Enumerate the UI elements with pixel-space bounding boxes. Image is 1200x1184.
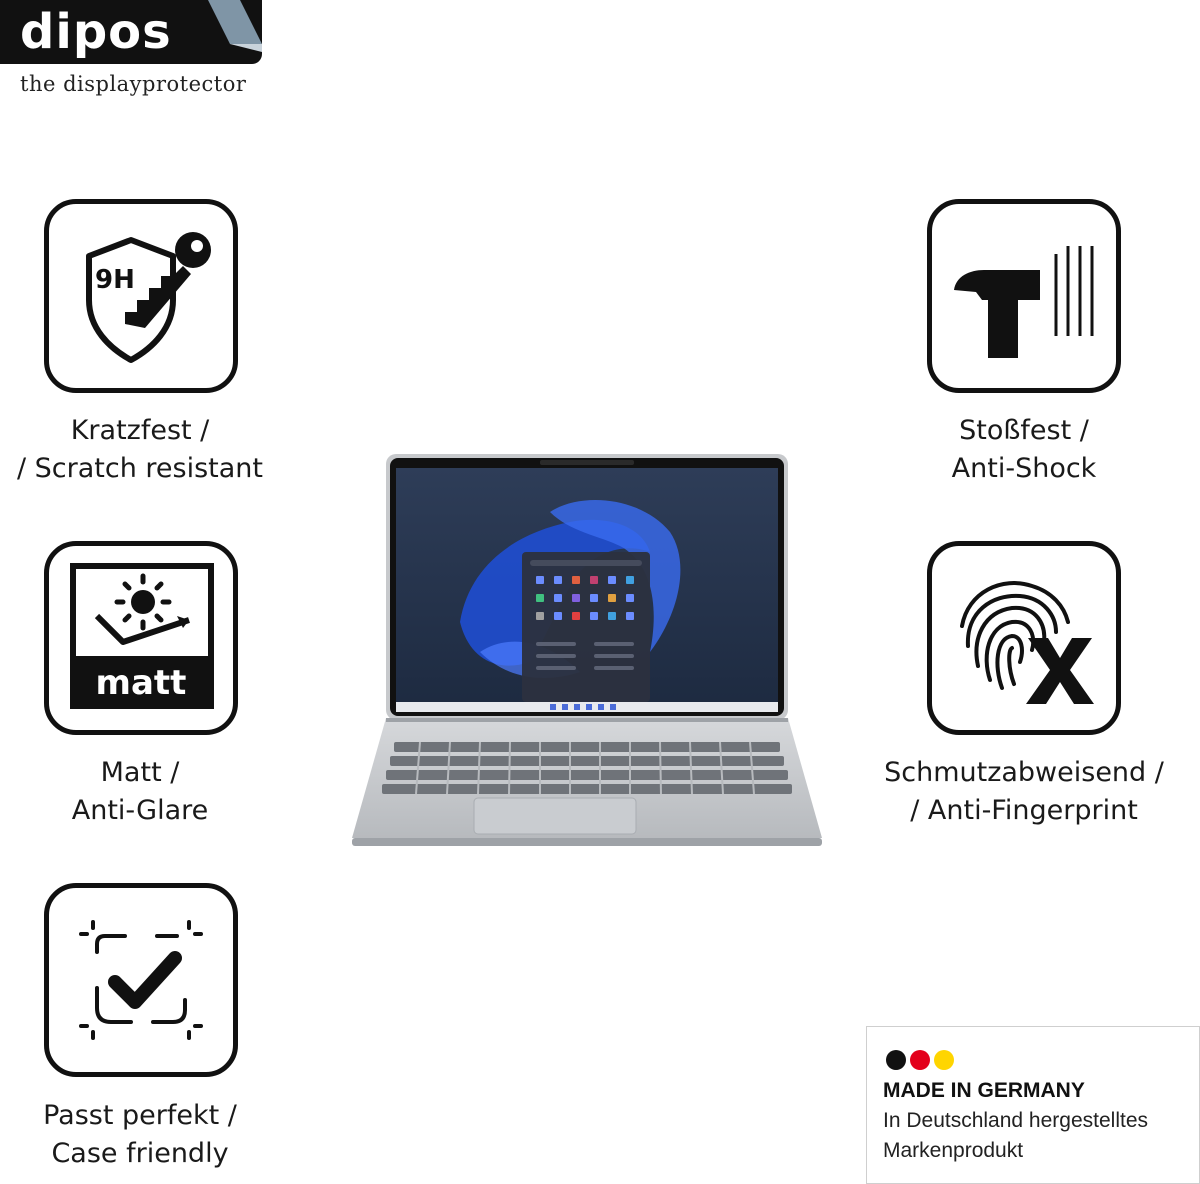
german-flag-dots-icon — [886, 1050, 954, 1070]
anti-fingerprint-icon-box — [927, 541, 1121, 735]
page-fold-icon — [208, 0, 262, 52]
case-friendly-icon-box — [44, 883, 238, 1077]
made-in-germany-badge: MADE IN GERMANY In Deutschland hergestel… — [866, 1026, 1200, 1184]
hardness-badge: 9H — [95, 265, 135, 295]
anti-shock-icon-box — [927, 199, 1121, 393]
logo-wordmark: dipos — [20, 4, 172, 60]
case-friendly-label: Passt perfekt / Case friendly — [43, 1100, 237, 1169]
anti-fingerprint-label: Schmutzabweisend / / Anti-Fingerprint — [884, 757, 1164, 826]
sun-matt-icon: matt — [70, 563, 214, 709]
fingerprint-x-icon — [960, 581, 1094, 704]
checkmark-frame-icon — [79, 920, 203, 1040]
made-in-germany-line2: Markenprodukt — [883, 1139, 1024, 1162]
shield-key-icon: 9H — [86, 232, 211, 363]
anti-shock-label: Stoßfest / Anti-Shock — [951, 415, 1097, 484]
laptop-illustration — [352, 454, 822, 846]
logo-tagline: the displayprotector — [20, 72, 247, 96]
anti-glare-icon-box: matt — [44, 541, 238, 735]
scratch-resistant-label: Kratzfest / / Scratch resistant — [16, 415, 264, 484]
hammer-icon — [954, 246, 1094, 358]
made-in-germany-line1: In Deutschland hergestelltes — [883, 1109, 1148, 1132]
anti-glare-label: Matt / Anti-Glare — [71, 757, 209, 826]
brand-logo: dipos the displayprotector — [0, 0, 262, 100]
made-in-germany-title: MADE IN GERMANY — [883, 1079, 1085, 1102]
scratch-resistant-icon-box: 9H — [44, 199, 238, 393]
matt-badge: matt — [96, 663, 187, 703]
